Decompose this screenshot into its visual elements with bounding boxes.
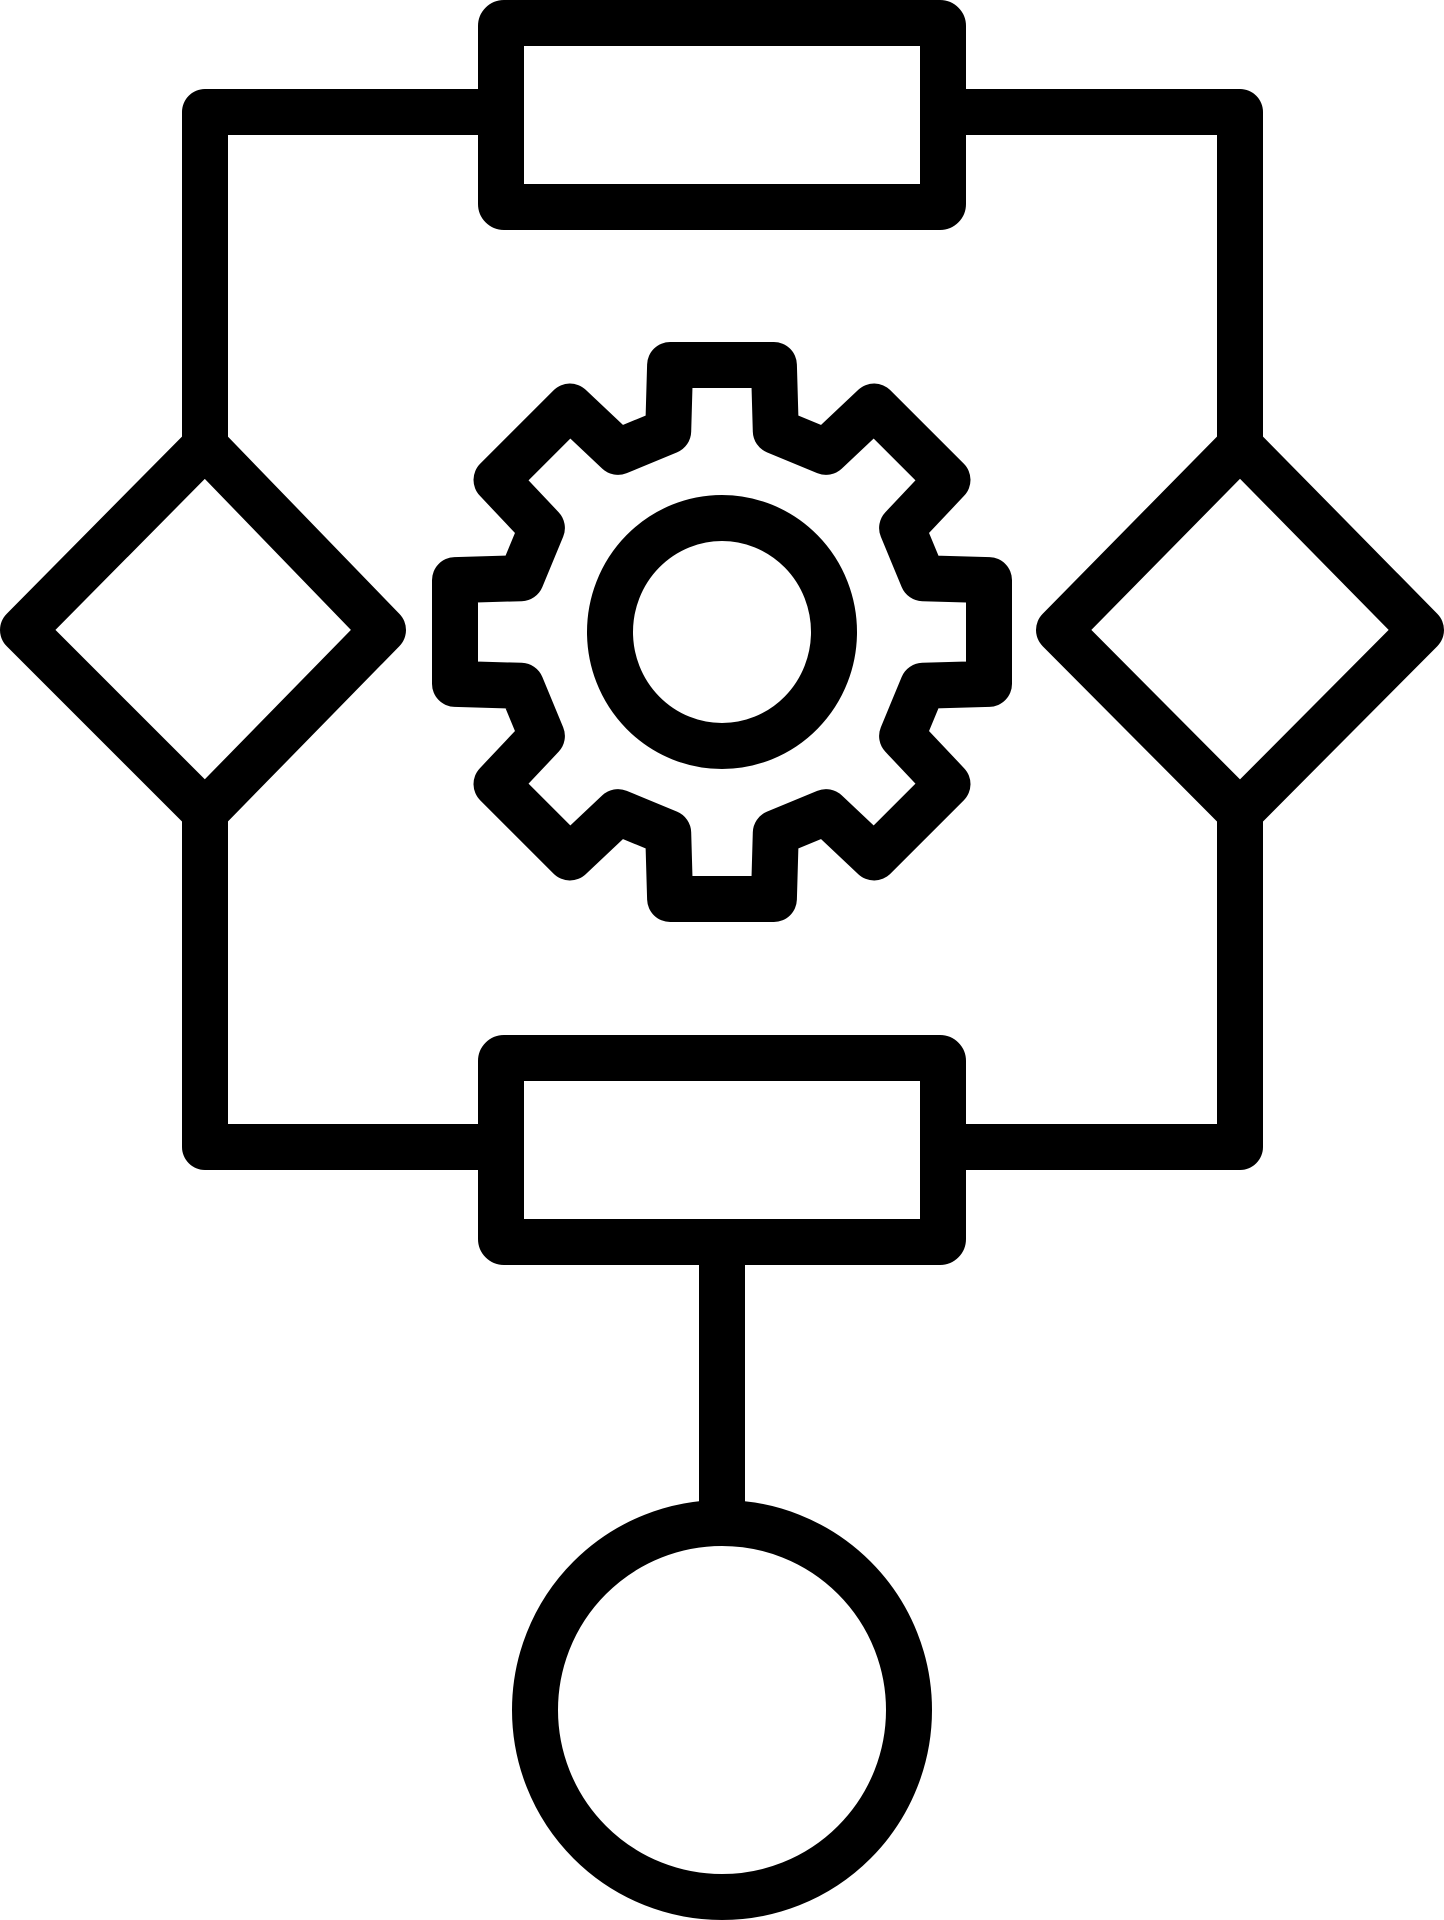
connector-top-right xyxy=(943,89,1263,446)
right-decision-diamond xyxy=(1036,423,1444,835)
left-decision-diamond xyxy=(0,423,406,835)
connector-top-left xyxy=(182,89,501,446)
bottom-process-box xyxy=(478,1035,966,1265)
top-process-box xyxy=(478,0,966,230)
connector-bottom-left xyxy=(182,812,501,1170)
terminal-circle xyxy=(512,1500,932,1920)
gear-icon xyxy=(432,342,1012,922)
gear-hub-circle xyxy=(587,495,857,769)
connector-bottom-right xyxy=(943,812,1263,1170)
